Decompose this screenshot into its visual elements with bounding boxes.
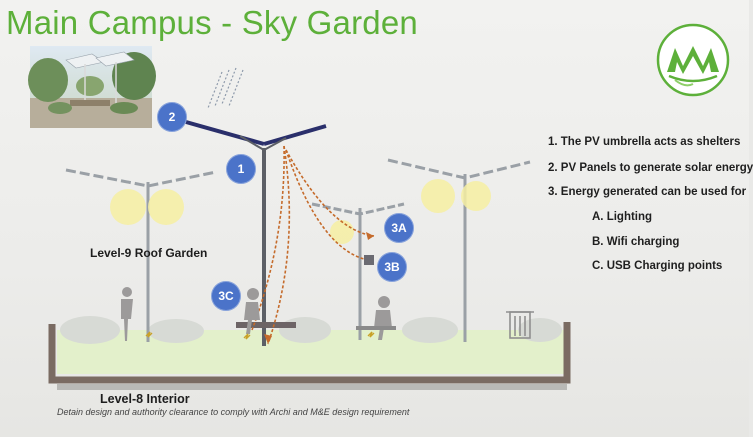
badge-3b: 3B <box>377 252 407 282</box>
legend-item-1: 1. The PV umbrella acts as shelters <box>548 136 741 148</box>
solar-rays-icon <box>207 67 244 109</box>
floor-slab <box>57 384 567 390</box>
legend-item-3: 3. Energy generated can be used for <box>548 186 747 198</box>
garden-photo <box>28 46 156 128</box>
energy-flow-arrows <box>251 145 375 345</box>
level-8-label: Level-8 Interior <box>100 392 190 406</box>
badge-1: 1 <box>226 154 256 184</box>
shrubs <box>60 316 562 344</box>
wifi-box-icon <box>364 255 374 265</box>
slide-title: Main Campus - Sky Garden <box>6 4 418 41</box>
badge-3a: 3A <box>384 213 414 243</box>
legend-item-c: C. USB Charging points <box>592 260 723 272</box>
legend-item-b: B. Wifi charging <box>592 236 680 248</box>
pv-umbrella <box>185 120 327 346</box>
legend-item-a: A. Lighting <box>592 211 653 223</box>
level-9-label: Level-9 Roof Garden <box>90 246 208 260</box>
legend-item-2: 2. PV Panels to generate solar energy <box>548 162 753 174</box>
trash-bin-icon <box>506 311 534 339</box>
footnote: Detain design and authority clearance to… <box>57 407 410 417</box>
charging-spark-icons <box>145 331 375 340</box>
seated-person-icon <box>244 288 260 334</box>
planter-wall <box>48 322 571 384</box>
lamp-post-middle <box>311 202 405 340</box>
logo-icon <box>656 23 730 97</box>
lamp-post-left <box>65 168 217 342</box>
lamp-post-right <box>387 158 531 342</box>
badge-2: 2 <box>157 102 187 132</box>
seated-person-right-icon <box>374 296 392 340</box>
standing-person-icon <box>121 287 133 341</box>
badge-3c: 3C <box>211 281 241 311</box>
